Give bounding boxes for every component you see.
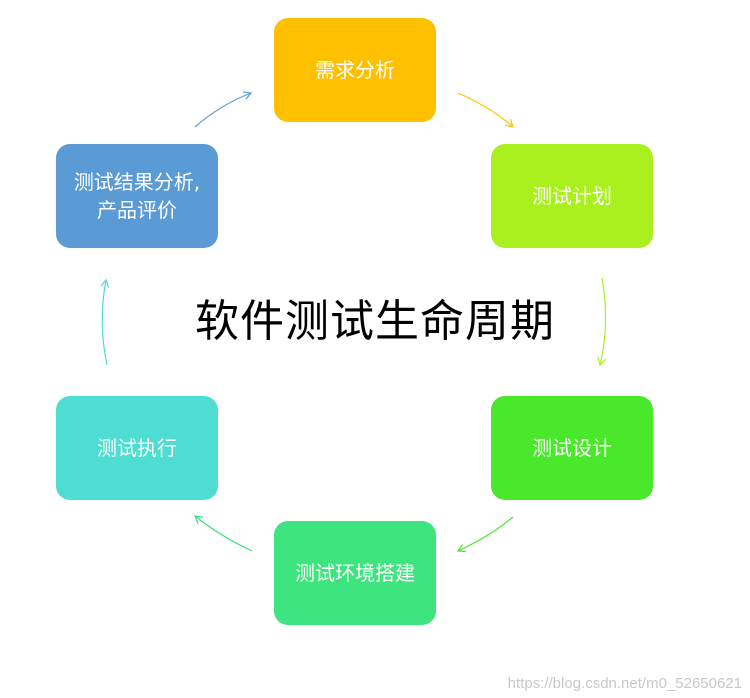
node-label: 测试结果分析, 产品评价 [73,170,201,222]
node-requirement-analysis: 需求分析 [274,18,436,122]
arrow-env-to-exec [194,515,253,552]
arrow-exec-to-result [100,278,110,366]
node-label: 需求分析 [315,58,395,82]
arrow-req-to-plan [457,92,514,128]
node-label: 测试环境搭建 [295,561,415,585]
diagram-title: 软件测试生命周期 [195,296,555,347]
arrow-plan-to-design [597,277,607,367]
arrow-design-to-env [456,516,514,553]
node-label: 测试设计 [532,436,612,460]
node-label: 测试执行 [97,436,177,460]
arrow-result-to-req [194,91,253,128]
node-test-planning: 测试计划 [491,144,653,248]
node-test-execution: 测试执行 [56,396,218,500]
node-label: 测试计划 [532,184,612,208]
node-test-environment-setup: 测试环境搭建 [274,521,436,625]
node-test-design: 测试设计 [491,396,653,500]
watermark: https://blog.csdn.net/m0_52650621 [507,675,742,692]
node-result-analysis: 测试结果分析, 产品评价 [56,144,218,248]
